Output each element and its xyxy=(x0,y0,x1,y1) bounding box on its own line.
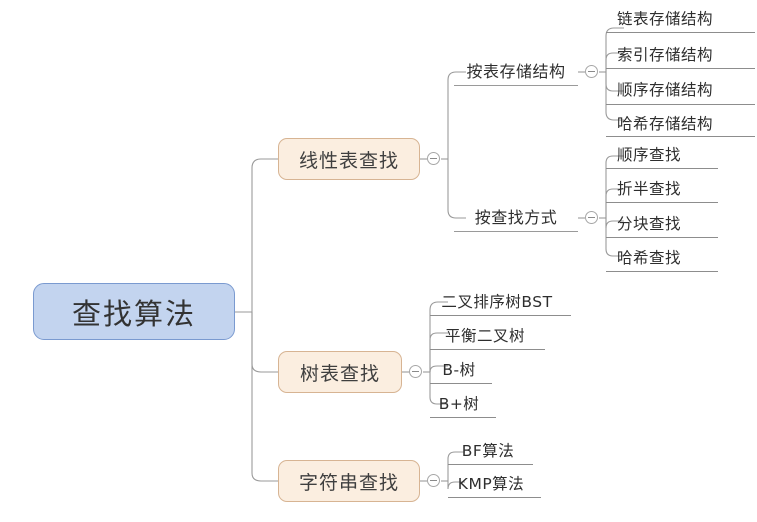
branch-node-linear-search-label: 线性表查找 xyxy=(298,149,399,172)
leaf-node-avl-tree-label: 平衡二叉树 xyxy=(444,327,525,345)
leaf-node-bst-label: 二叉排序树BST xyxy=(441,293,553,311)
group-node-by-search-method-label: 按查找方式 xyxy=(474,208,558,227)
leaf-node-bplus-tree-label: B+树 xyxy=(438,395,480,413)
leaf-node-block-search[interactable]: 分块查找 xyxy=(606,210,692,236)
leaf-node-hash-search[interactable]: 哈希查找 xyxy=(606,244,692,270)
leaf-node-hash-storage[interactable]: 哈希存储结构 xyxy=(606,110,724,136)
leaf-underline-bst xyxy=(430,315,571,316)
toggle-string-search[interactable] xyxy=(427,474,440,487)
group-node-by-search-method[interactable]: 按查找方式 xyxy=(454,202,578,230)
leaf-underline-sequential-storage xyxy=(606,104,755,105)
branch-node-tree-search[interactable]: 树表查找 xyxy=(278,351,402,393)
leaf-node-block-search-label: 分块查找 xyxy=(616,215,681,233)
group-underline-by-storage-structure xyxy=(454,85,578,86)
group-node-by-storage-structure-label: 按表存储结构 xyxy=(466,62,566,81)
leaf-underline-avl-tree xyxy=(430,349,545,350)
branch-node-linear-search[interactable]: 线性表查找 xyxy=(278,138,420,180)
leaf-node-linked-storage[interactable]: 链表存储结构 xyxy=(606,5,724,31)
leaf-node-index-storage[interactable]: 索引存储结构 xyxy=(606,41,724,67)
leaf-underline-linked-storage xyxy=(606,32,755,33)
root-node[interactable]: 查找算法 xyxy=(33,283,235,340)
toggle-tree-search[interactable] xyxy=(409,365,422,378)
branch-node-string-search[interactable]: 字符串查找 xyxy=(278,460,420,502)
leaf-underline-hash-storage xyxy=(606,136,755,137)
leaf-node-binary-search-label: 折半查找 xyxy=(616,180,681,198)
leaf-node-sequential-search-label: 顺序查找 xyxy=(616,146,681,164)
leaf-underline-binary-search xyxy=(606,202,718,203)
leaf-node-bf-algorithm-label: BF算法 xyxy=(461,442,515,460)
leaf-node-sequential-storage-label: 顺序存储结构 xyxy=(616,81,713,99)
leaf-node-bplus-tree[interactable]: B+树 xyxy=(430,390,488,416)
leaf-node-kmp-algorithm-label: KMP算法 xyxy=(457,475,525,493)
leaf-underline-hash-search xyxy=(606,271,718,272)
root-node-label: 查找算法 xyxy=(71,296,196,331)
group-underline-by-search-method xyxy=(454,231,578,232)
toggle-by-search-method[interactable] xyxy=(585,211,598,224)
leaf-node-hash-search-label: 哈希查找 xyxy=(616,249,681,267)
leaf-node-index-storage-label: 索引存储结构 xyxy=(616,46,713,64)
leaf-underline-b-tree xyxy=(430,383,492,384)
leaf-underline-bf-algorithm xyxy=(448,464,533,465)
leaf-node-binary-search[interactable]: 折半查找 xyxy=(606,175,692,201)
leaf-underline-bplus-tree xyxy=(430,417,496,418)
leaf-node-sequential-search[interactable]: 顺序查找 xyxy=(606,141,692,167)
leaf-underline-index-storage xyxy=(606,68,755,69)
leaf-node-sequential-storage[interactable]: 顺序存储结构 xyxy=(606,76,724,102)
group-node-by-storage-structure[interactable]: 按表存储结构 xyxy=(454,56,578,84)
leaf-node-b-tree-label: B-树 xyxy=(442,361,476,379)
leaf-underline-block-search xyxy=(606,237,718,238)
branch-node-tree-search-label: 树表查找 xyxy=(299,362,380,385)
leaf-underline-sequential-search xyxy=(606,168,718,169)
leaf-node-kmp-algorithm[interactable]: KMP算法 xyxy=(448,470,534,496)
toggle-linear-search[interactable] xyxy=(427,152,440,165)
leaf-node-b-tree[interactable]: B-树 xyxy=(430,356,488,382)
leaf-underline-kmp-algorithm xyxy=(448,497,541,498)
leaf-node-linked-storage-label: 链表存储结构 xyxy=(616,10,713,28)
leaf-node-bst[interactable]: 二叉排序树BST xyxy=(430,288,564,314)
leaf-node-hash-storage-label: 哈希存储结构 xyxy=(616,115,713,133)
branch-node-string-search-label: 字符串查找 xyxy=(298,471,399,494)
toggle-by-storage-structure[interactable] xyxy=(585,65,598,78)
leaf-node-bf-algorithm[interactable]: BF算法 xyxy=(448,437,528,463)
leaf-node-avl-tree[interactable]: 平衡二叉树 xyxy=(430,322,540,348)
